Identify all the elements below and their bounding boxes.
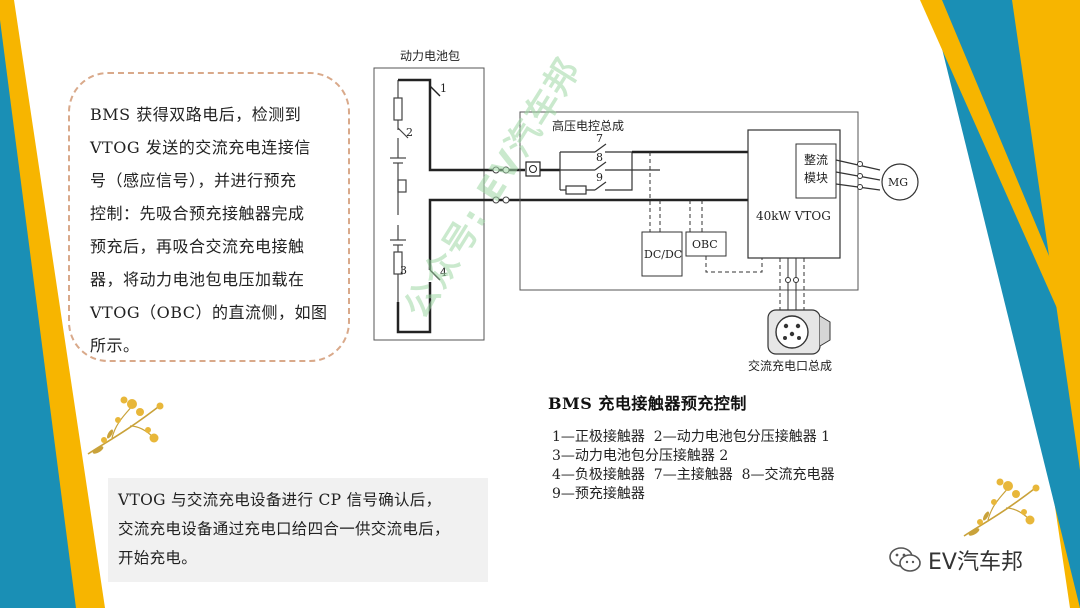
flower-decoration-left — [87, 396, 164, 455]
mg-motor — [881, 163, 919, 201]
contactor-4 — [429, 269, 441, 281]
explanation-line: VTOG（OBC）的直流侧，如图 — [90, 303, 328, 322]
contactor-8-number: 8 — [596, 151, 603, 164]
rectifier-label-line2: 模块 — [804, 171, 828, 185]
brand-badge: EV汽车邦 — [888, 542, 1023, 578]
explanation-box: BMS 获得双路电后，检测到 VTOG 发送的交流充电连接信 号（感应信号），并… — [68, 72, 350, 362]
hv-control-assembly-box — [519, 111, 859, 291]
dcdc-label: DC/DC — [644, 248, 682, 261]
legend-line: 9—预充接触器 — [552, 486, 645, 502]
vtog-label: 40kW VTOG — [756, 209, 831, 223]
legend-line: 4—负极接触器 7—主接触器 8—交流充电器 — [552, 467, 835, 483]
legend-line: 1—正极接触器 2—动力电池包分压接触器 1 — [552, 429, 831, 445]
obc-box — [685, 231, 727, 257]
ac-charge-port-icon — [767, 309, 831, 355]
ac-port-wires — [779, 258, 805, 310]
contactor-9-number: 9 — [596, 171, 603, 184]
contactor-7-number: 7 — [596, 132, 603, 145]
flower-decoration-right — [963, 478, 1040, 537]
contactor-3-number: 3 — [400, 264, 407, 277]
hv-control-assembly-label: 高压电控总成 — [552, 118, 624, 133]
note-box: VTOG 与交流充电设备进行 CP 信号确认后， 交流充电设备通过充电口给四合一… — [108, 478, 488, 582]
battery-fuse — [397, 179, 407, 193]
mg-connectors — [835, 159, 881, 191]
explanation-line: 器，将动力电池包电压加载在 — [90, 270, 305, 289]
explanation-line: 所示。 — [90, 336, 140, 355]
wechat-icon — [889, 547, 921, 572]
battery-pack-box — [373, 67, 485, 341]
ac-charge-port-label: 交流充电口总成 — [748, 358, 832, 373]
contactor-2 — [397, 127, 409, 139]
contactor-7-branch — [559, 151, 632, 190]
brand-name: EV汽车邦 — [928, 550, 1023, 575]
right-decor-bands — [920, 0, 1080, 608]
contactor-7 — [594, 143, 607, 153]
explanation-line: BMS 获得双路电后，检测到 — [90, 105, 302, 124]
mg-label: MG — [888, 176, 908, 189]
note-line: 开始充电。 — [118, 549, 198, 567]
battery-cells — [390, 80, 406, 302]
circuit-diagram: 动力电池包 2 3 1 4 高压电控总成 7 8 — [373, 49, 919, 373]
explanation-line: 控制：先吸合预充接触器完成 — [90, 204, 305, 223]
note-line: 交流充电设备通过充电口给四合一供交流电后， — [118, 520, 450, 538]
rectifier-label-line1: 整流 — [804, 152, 828, 167]
precharge-resistor — [565, 185, 587, 195]
contactor-2-number: 2 — [406, 126, 413, 139]
positive-bus — [398, 78, 525, 172]
connector-symbols — [492, 166, 510, 204]
explanation-line: 预充后，再吸合交流充电接触 — [90, 237, 305, 256]
battery-pack-label: 动力电池包 — [400, 49, 460, 63]
contactor-9 — [594, 181, 607, 191]
contactor-1 — [429, 85, 441, 97]
rectifier-module-box — [795, 143, 837, 199]
contactor-1-number: 1 — [440, 82, 447, 95]
diagram-title: BMS 充电接触器预充控制 — [548, 394, 747, 413]
explanation-line: VTOG 发送的交流充电连接信 — [90, 138, 311, 157]
left-decor-bands — [0, 0, 105, 608]
dcdc-box — [641, 231, 683, 277]
diagram-legend: 1—正极接触器 2—动力电池包分压接触器 1 3—动力电池包分压接触器 2 4—… — [552, 428, 835, 504]
contactor-9-branch — [560, 152, 633, 191]
contactor-8 — [594, 161, 607, 171]
explanation-line: 号（感应信号），并进行预充 — [90, 171, 297, 190]
legend-line: 3—动力电池包分压接触器 2 — [552, 448, 729, 464]
contactor-4-number: 4 — [440, 266, 447, 279]
obc-label: OBC — [692, 238, 718, 251]
note-line: VTOG 与交流充电设备进行 CP 信号确认后， — [118, 491, 442, 509]
